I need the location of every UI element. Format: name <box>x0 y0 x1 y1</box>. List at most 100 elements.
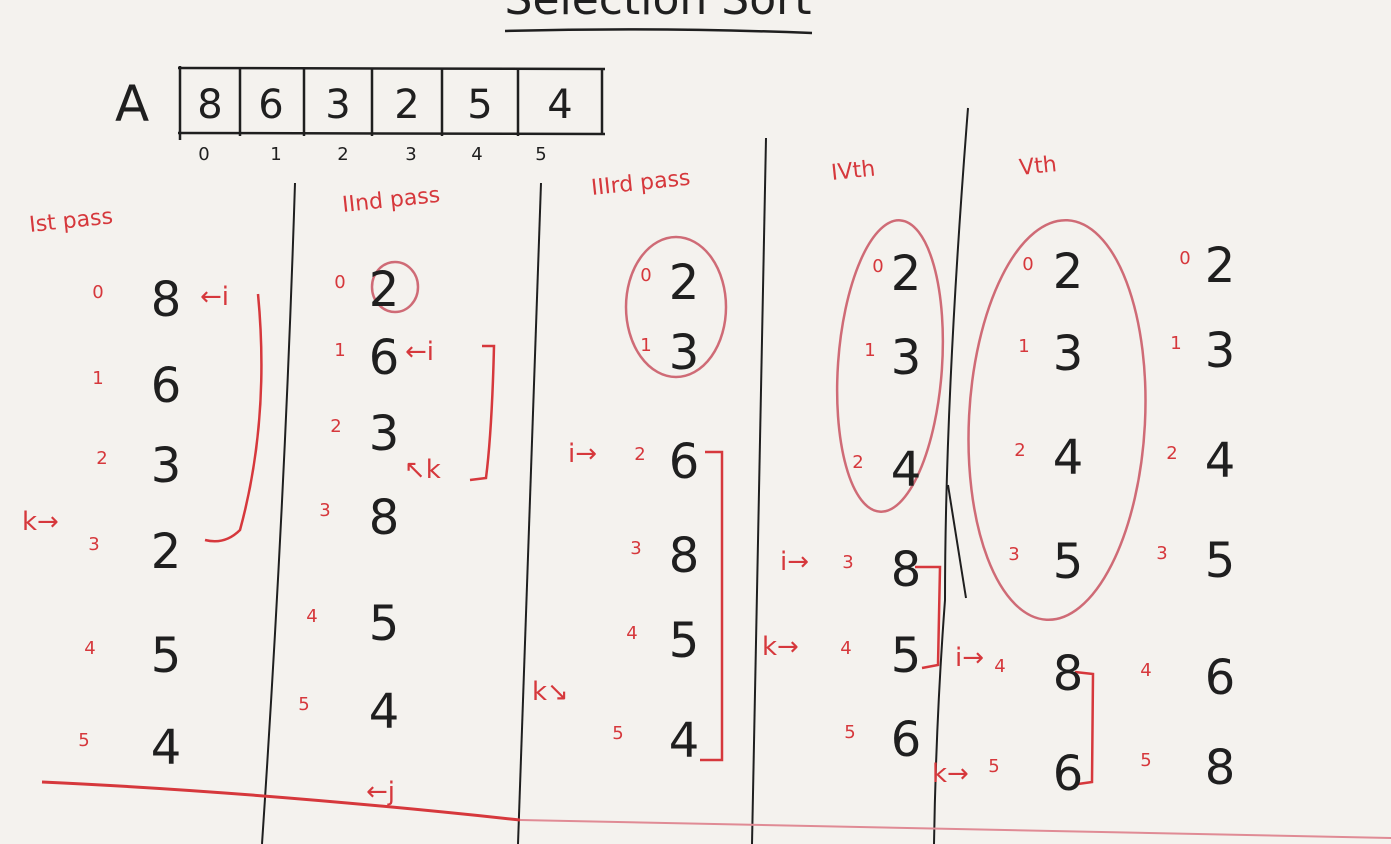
row-index: 3 <box>630 538 641 559</box>
pointer-note: k↘ <box>532 677 569 707</box>
row-value: 6 <box>669 434 700 490</box>
row-value: 4 <box>1053 430 1084 486</box>
array-index-label: 3 <box>405 144 416 165</box>
pointer-note: k→ <box>762 632 799 662</box>
row-value: 2 <box>1205 238 1236 294</box>
row-value: 5 <box>1205 533 1236 589</box>
pointer-note: k→ <box>22 507 59 537</box>
row-value: 3 <box>891 330 922 386</box>
pointer-note: ↖k <box>404 455 441 485</box>
row-index: 5 <box>298 694 309 715</box>
row-index: 2 <box>634 444 645 465</box>
sorted-circles <box>370 218 1147 622</box>
row-index: 0 <box>1179 248 1190 269</box>
pointer-note-j: ←j <box>366 777 395 807</box>
row-value: 8 <box>1205 740 1236 796</box>
row-index: 0 <box>334 272 345 293</box>
row-value: 2 <box>369 262 400 318</box>
pointer-note: ←i <box>405 337 434 367</box>
underline-stroke <box>41 780 521 822</box>
row-index: 5 <box>78 730 89 751</box>
pointer-note: i→ <box>955 643 984 673</box>
row-index: 4 <box>84 638 95 659</box>
row-index: 1 <box>92 368 103 389</box>
row-value: 6 <box>1205 650 1236 706</box>
row-index: 5 <box>1140 750 1151 771</box>
row-index: 4 <box>306 606 317 627</box>
row-index: 2 <box>852 452 863 473</box>
row-index: 2 <box>1166 443 1177 464</box>
row-value: 4 <box>151 720 182 776</box>
row-value: 6 <box>369 330 400 386</box>
brackets <box>204 293 1095 786</box>
array-index-label: 0 <box>198 144 209 165</box>
row-value: 2 <box>891 246 922 302</box>
row-value: 5 <box>669 613 700 669</box>
pass-label-4: IVth <box>830 156 876 185</box>
row-value: 6 <box>891 712 922 768</box>
row-value: 5 <box>891 628 922 684</box>
row-value: 6 <box>151 358 182 414</box>
row-index: 0 <box>1022 254 1033 275</box>
row-index: 0 <box>872 256 883 277</box>
row-value: 3 <box>669 325 700 381</box>
row-value: 3 <box>369 406 400 462</box>
row-value: 8 <box>669 528 700 584</box>
row-index: 5 <box>988 756 999 777</box>
row-index: 4 <box>994 656 1005 677</box>
row-index: 5 <box>612 723 623 744</box>
row-index: 1 <box>640 335 651 356</box>
title-text: Selection Sort <box>505 0 812 25</box>
row-index: 3 <box>1156 543 1167 564</box>
row-index: 2 <box>330 416 341 437</box>
pointer-note: i→ <box>568 439 597 469</box>
row-value: 2 <box>151 524 182 580</box>
row-index: 1 <box>864 340 875 361</box>
pointer-note: k→ <box>932 759 969 789</box>
row-value: 5 <box>1053 534 1084 590</box>
row-index: 1 <box>334 340 345 361</box>
row-index: 4 <box>1140 660 1151 681</box>
row-index: 1 <box>1018 336 1029 357</box>
array-cell-value: 8 <box>197 82 222 128</box>
row-index: 2 <box>96 448 107 469</box>
row-index: 3 <box>319 500 330 521</box>
row-value: 5 <box>369 596 400 652</box>
row-index: 0 <box>92 282 103 303</box>
row-index: 3 <box>1008 544 1019 565</box>
row-value: 2 <box>669 255 700 311</box>
row-index: 2 <box>1014 440 1025 461</box>
row-index: 4 <box>626 623 637 644</box>
pointer-note: ←i <box>200 282 229 312</box>
array-index-label: 2 <box>337 144 348 165</box>
row-index: 4 <box>840 638 851 659</box>
array-cell-value: 3 <box>325 82 350 128</box>
array-cell-value: 5 <box>467 82 492 128</box>
row-value: 3 <box>1053 326 1084 382</box>
pointer-note: i→ <box>780 547 809 577</box>
row-value: 3 <box>1205 323 1236 379</box>
row-value: 4 <box>891 442 922 498</box>
row-index: 3 <box>842 552 853 573</box>
row-value: 4 <box>1205 433 1236 489</box>
floor-line <box>519 819 1391 839</box>
row-value: 8 <box>369 490 400 546</box>
row-index: 3 <box>88 534 99 555</box>
column-dividers <box>261 107 969 844</box>
row-value: 8 <box>891 542 922 598</box>
array-cell-value: 4 <box>547 82 572 128</box>
row-value: 5 <box>151 628 182 684</box>
row-value: 3 <box>151 438 182 494</box>
pass-label-5: Vth <box>1018 152 1058 181</box>
row-index: 1 <box>1170 333 1181 354</box>
row-value: 8 <box>151 272 182 328</box>
row-value: 4 <box>669 713 700 769</box>
